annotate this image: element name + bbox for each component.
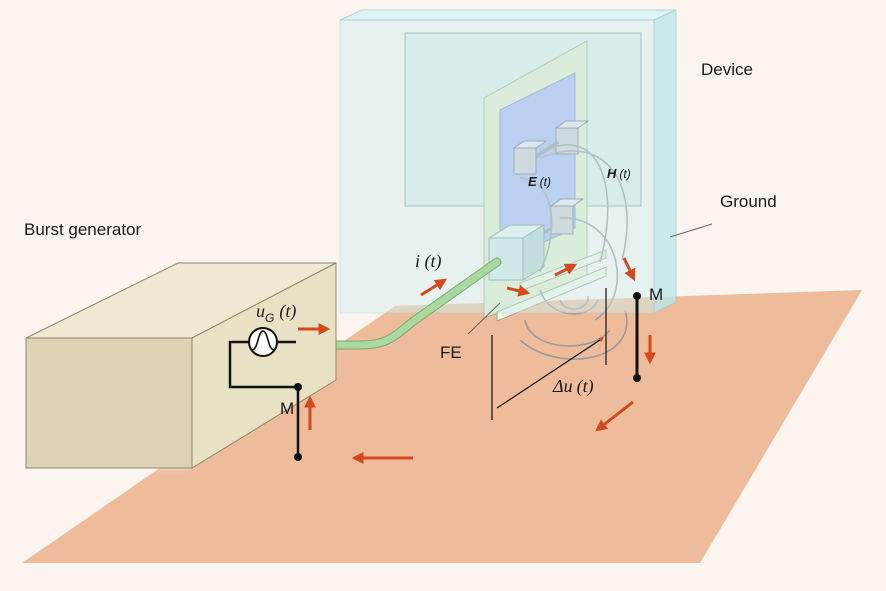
delta-u-label: Δu(t) <box>552 376 594 397</box>
arrow-pcb-1 <box>506 284 531 297</box>
field-lines <box>519 144 628 360</box>
burst-generator-label: Burst generator <box>24 220 142 239</box>
h-field-label: H(t) <box>607 166 631 181</box>
burst-generator-box <box>25 262 337 469</box>
arrow-device-side <box>622 257 636 282</box>
pcb-trace <box>496 266 607 322</box>
delta-u-dimension <box>491 288 607 420</box>
cable <box>290 257 502 350</box>
measure-label-generator: M <box>280 399 294 418</box>
ground-leader <box>669 223 713 238</box>
measure-point-generator-bottom <box>294 453 302 461</box>
current-arrows <box>298 257 656 464</box>
fe-leader <box>467 302 501 335</box>
arrow-pcb-2 <box>554 263 578 277</box>
component-middle <box>533 198 585 240</box>
device-enclosure <box>339 9 677 314</box>
measure-point-generator-top <box>294 383 302 391</box>
pulse-source-icon <box>248 327 278 357</box>
ground-label: Ground <box>720 192 777 211</box>
e-field-label: E(t) <box>528 174 551 189</box>
generator-voltage-label: uG(t) <box>256 301 296 325</box>
measure-point-device-top <box>633 292 641 300</box>
measure-label-device: M <box>649 285 663 304</box>
arrow-ground-diag <box>595 400 634 432</box>
measure-point-device-bottom <box>633 374 641 382</box>
arrow-cable <box>420 278 448 297</box>
generator-circuit <box>228 340 300 457</box>
device-label: Device <box>701 60 753 79</box>
fe-label: FE <box>440 343 462 362</box>
connector-block <box>487 224 546 281</box>
current-label: i (t) <box>415 251 442 272</box>
component-top <box>512 120 590 175</box>
